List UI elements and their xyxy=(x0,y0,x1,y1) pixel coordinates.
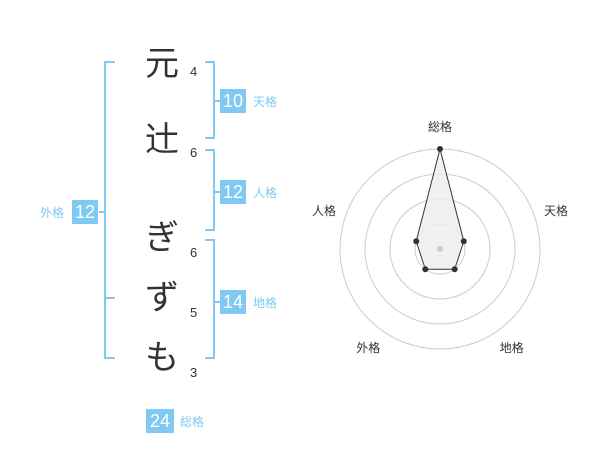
radar-axis-label-4: 外格 xyxy=(356,340,381,355)
name-char-5: も xyxy=(145,338,179,378)
chikaku-label: 地格 xyxy=(253,296,278,310)
radar-axis-label-1: 総格 xyxy=(427,120,453,134)
jinkaku-value-badge: 12 xyxy=(220,180,246,204)
soukaku-value-badge: 24 xyxy=(146,409,174,433)
stroke-count-3: 6 xyxy=(190,245,198,260)
stroke-count-1: 4 xyxy=(190,64,198,79)
name-char-1: 元 xyxy=(145,44,179,84)
jinkaku-label: 人格 xyxy=(253,186,278,200)
stroke-count-2: 6 xyxy=(190,145,198,160)
soukaku-label: 総格 xyxy=(180,415,205,429)
stroke-count-4: 5 xyxy=(190,305,198,320)
radar-axis-label-3: 地格 xyxy=(499,340,524,355)
radar-point-5 xyxy=(413,238,420,245)
name-char-2: 辻 xyxy=(145,120,179,160)
radar-point-4 xyxy=(422,266,429,273)
radar-center-dot xyxy=(437,246,443,252)
name-char-3: ぎ xyxy=(145,218,179,258)
gaikaku-bracket xyxy=(104,61,115,359)
radar-axis-label-5: 人格 xyxy=(311,204,336,219)
stroke-count-5: 3 xyxy=(190,365,198,380)
radar-axis-label-2: 天格 xyxy=(544,204,569,219)
chikaku-value-badge: 14 xyxy=(220,290,246,314)
radar-value-polygon xyxy=(415,148,465,270)
radar-point-1 xyxy=(437,146,443,152)
radar-point-3 xyxy=(451,266,458,273)
chikaku-bracket xyxy=(205,239,215,359)
name-char-4: ず xyxy=(145,278,179,318)
gaikaku-label: 外格 xyxy=(40,206,65,220)
tenkaku-label: 天格 xyxy=(253,95,278,109)
radar-point-2 xyxy=(460,238,467,245)
gaikaku-value-badge: 12 xyxy=(72,200,98,224)
jinkaku-bracket xyxy=(205,149,215,231)
tenkaku-value-badge: 10 xyxy=(220,89,246,113)
